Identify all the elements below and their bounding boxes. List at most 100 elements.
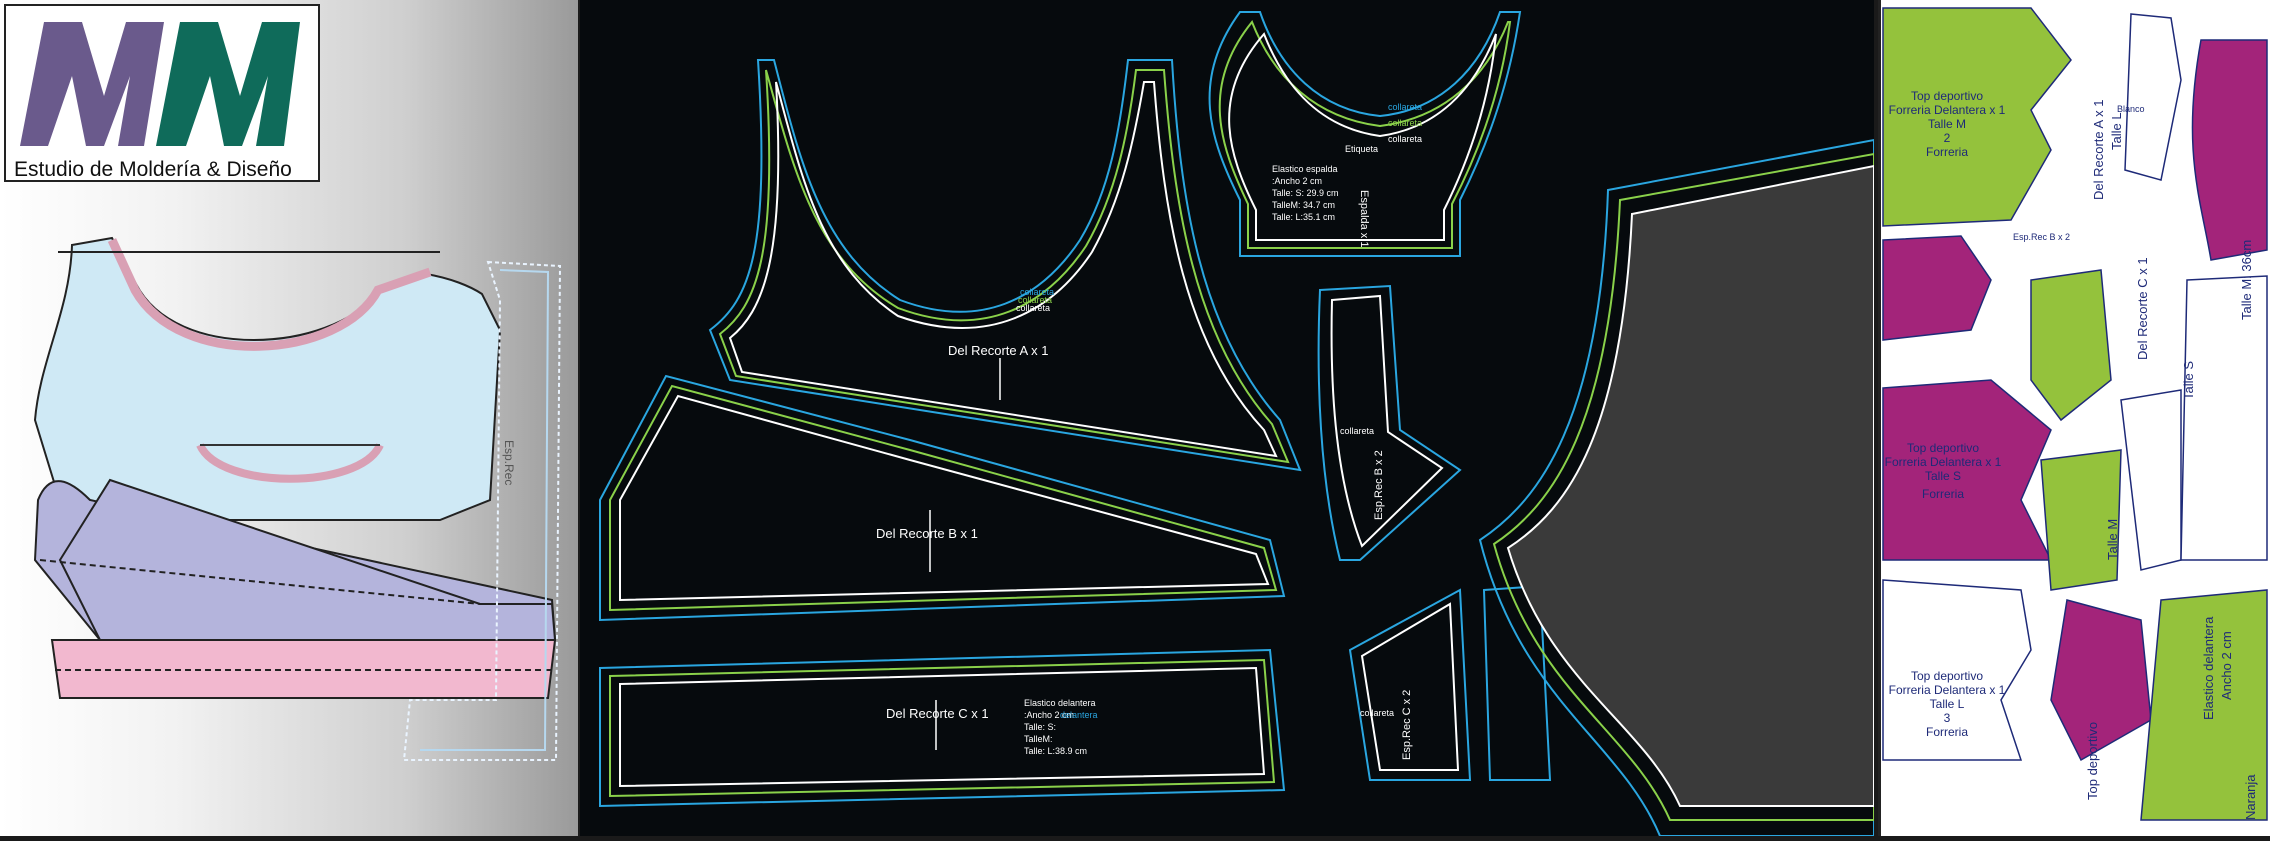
logo-mark xyxy=(20,22,300,146)
marker-vert-d: Del Recorte C x 1 xyxy=(2135,257,2150,360)
marker-block-1: Top deportivo Forreria Delantera x 1 Tal… xyxy=(1889,89,2006,159)
logo-m-left xyxy=(20,22,164,146)
label-recorte-c: Del Recorte C x 1 xyxy=(886,706,989,721)
outline-white xyxy=(728,81,1278,458)
el-esp-l2: :Ancho 2 cm xyxy=(1272,176,1322,186)
marker-b2-l2: Forreria Delantera x 1 xyxy=(1885,455,2002,469)
marker-b1-l1: Top deportivo xyxy=(1911,89,1983,103)
outline-blue-front xyxy=(1478,138,1875,837)
label-espalda: Espalda x 1 xyxy=(1358,190,1370,247)
piece-front-large xyxy=(1478,138,1875,837)
marker-b3-l5: Forreria xyxy=(1926,725,1968,739)
outline-green-c xyxy=(609,658,1276,798)
outline-white-c xyxy=(619,666,1266,788)
marker-piece-white-2 xyxy=(2124,13,2182,181)
elastico-espalda-note: Elastico espalda :Ancho 2 cm Talle: S: 2… xyxy=(1272,164,1339,222)
marker-b1-l3: Talle M xyxy=(1928,117,1966,131)
piece-recorte-b: Del Recorte B x 1 xyxy=(599,374,1286,622)
outline-white-recb xyxy=(1330,294,1444,548)
logo: Estudio de Moldería & Diseño xyxy=(4,4,320,182)
marker-piece-magenta-3 xyxy=(1882,235,1992,341)
el-esp-l5: Talle: L:35.1 cm xyxy=(1272,212,1335,222)
logo-subtitle: Estudio de Moldería & Diseño xyxy=(14,158,292,181)
marker-piece-white-4 xyxy=(2180,275,2268,561)
marker-vert-b: Talle L xyxy=(2109,112,2124,150)
marker-b2-l5: Forreria xyxy=(1922,487,1964,501)
garment-band xyxy=(50,639,557,699)
marker-piece-green-1 xyxy=(1882,7,2072,227)
label-recorte-b: Del Recorte B x 1 xyxy=(876,526,978,541)
marker-vert-h: Elastico delantera xyxy=(2201,616,2216,720)
el-del-l4: TalleM: xyxy=(1024,734,1053,744)
tag-collareta-esp2: collareta xyxy=(1388,118,1422,128)
marker-b3-l3: Talle L xyxy=(1930,697,1965,711)
marker-vert-k: Top deportivo xyxy=(2085,722,2100,800)
marker-b2-l3: Talle S xyxy=(1925,469,1961,483)
piece-esp-rec-c: Esp.Rec C x 2 collareta xyxy=(1348,584,1552,781)
outline-white-esp xyxy=(1228,32,1497,241)
marker-piece-white-1 xyxy=(1882,579,2032,761)
outline-white-recc xyxy=(1360,602,1460,771)
outline-white-b xyxy=(619,394,1270,602)
piece-recorte-a: Del Recorte A x 1 collareta collareta co… xyxy=(708,59,1302,472)
outline-blue-recb xyxy=(1317,284,1462,561)
marker-vertical-labels: Del Recorte A x 1 Talle L Talle M Del Re… xyxy=(2013,100,2258,820)
marker-b3-l1: Top deportivo xyxy=(1911,669,1983,683)
outline-blue xyxy=(708,59,1302,472)
marker-piece-green-3 xyxy=(2140,589,2268,821)
tag-collareta-a2: collareta xyxy=(1018,295,1052,305)
el-del-l3: Talle: S: xyxy=(1024,722,1056,732)
side-piece-label: Esp.Rec xyxy=(502,440,516,485)
elastico-delantera-note: Elastico delantera :Ancho 2 cm Talle: S:… xyxy=(1024,698,1096,756)
marker-block-2: Top deportivo Forreria Delantera x 1 Tal… xyxy=(1885,441,2002,501)
el-esp-l4: TalleM: 34.7 cm xyxy=(1272,200,1335,210)
outline-white-front xyxy=(1506,164,1875,807)
el-esp-l1: Elastico espalda xyxy=(1272,164,1338,174)
label-etiqueta: Etiqueta xyxy=(1345,144,1378,154)
marker-layout: Top deportivo Forreria Delantera x 1 Tal… xyxy=(1882,7,2268,821)
piece-recorte-c: Del Recorte C x 1 Elastico delantera :An… xyxy=(599,648,1286,808)
tag-collareta-esp3: collareta xyxy=(1388,134,1422,144)
outline-blue-esp xyxy=(1208,11,1522,257)
marker-piece-white-3 xyxy=(2120,389,2182,571)
outline-blue-b xyxy=(599,374,1286,622)
pattern-panel: Del Recorte A x 1 collareta collareta co… xyxy=(580,0,1875,837)
marker-b3-l4: 3 xyxy=(1944,711,1951,725)
marker-panel: Top deportivo Forreria Delantera x 1 Tal… xyxy=(1878,0,2270,836)
marker-piece-green-2 xyxy=(2030,269,2112,422)
marker-block-3: Top deportivo Forreria Delantera x 1 Tal… xyxy=(1889,669,2006,739)
tag-collareta-a3: collareta xyxy=(1016,303,1050,313)
marker-vert-c: Talle M xyxy=(2105,519,2120,560)
piece-espalda: Espalda x 1 Etiqueta collareta collareta… xyxy=(1208,11,1522,257)
outline-green-esp xyxy=(1218,20,1512,249)
outline-green-b xyxy=(609,384,1278,612)
outline-blue-c xyxy=(599,648,1286,808)
el-del-l1: Elastico delantera xyxy=(1024,698,1096,708)
back-neck-binding xyxy=(196,442,384,483)
side-piece: Esp.Rec xyxy=(402,260,562,761)
logo-m-right xyxy=(156,22,300,146)
marker-piece-magenta-1 xyxy=(1882,379,2053,561)
label-esp-rec-b: Esp.Rec B x 2 xyxy=(1373,450,1385,520)
tag-collareta-esp1: collareta xyxy=(1388,102,1422,112)
outline-blue-recc xyxy=(1348,588,1472,781)
tag-collareta-a1: collareta xyxy=(1020,287,1054,297)
marker-b1-l2: Forreria Delantera x 1 xyxy=(1889,103,2006,117)
label-esp-rec-c: Esp.Rec C x 2 xyxy=(1401,690,1413,760)
marker-vert-i: Ancho 2 cm xyxy=(2219,631,2234,700)
marker-piece-green-4 xyxy=(2040,449,2122,591)
marker-vert-j: Talle S xyxy=(2181,361,2196,400)
label-recorte-a: Del Recorte A x 1 xyxy=(948,343,1048,358)
garment-illustration: Esp.Rec xyxy=(33,236,562,761)
marker-vert-l: Esp.Rec B x 2 xyxy=(2013,232,2070,242)
marker-piece-magenta-2 xyxy=(2191,39,2268,261)
el-del-l2: :Ancho 2 cm xyxy=(1024,710,1074,720)
el-del-l5: Talle: L:38.9 cm xyxy=(1024,746,1087,756)
el-esp-l3: Talle: S: 29.9 cm xyxy=(1272,188,1339,198)
marker-piece-magenta-4 xyxy=(2050,599,2152,762)
tag-collareta-recb: collareta xyxy=(1340,426,1374,436)
marker-vert-g: Talle M: 36cm xyxy=(2239,240,2254,320)
tag-delantera: delantera xyxy=(1060,710,1098,720)
neck-binding xyxy=(107,238,432,351)
